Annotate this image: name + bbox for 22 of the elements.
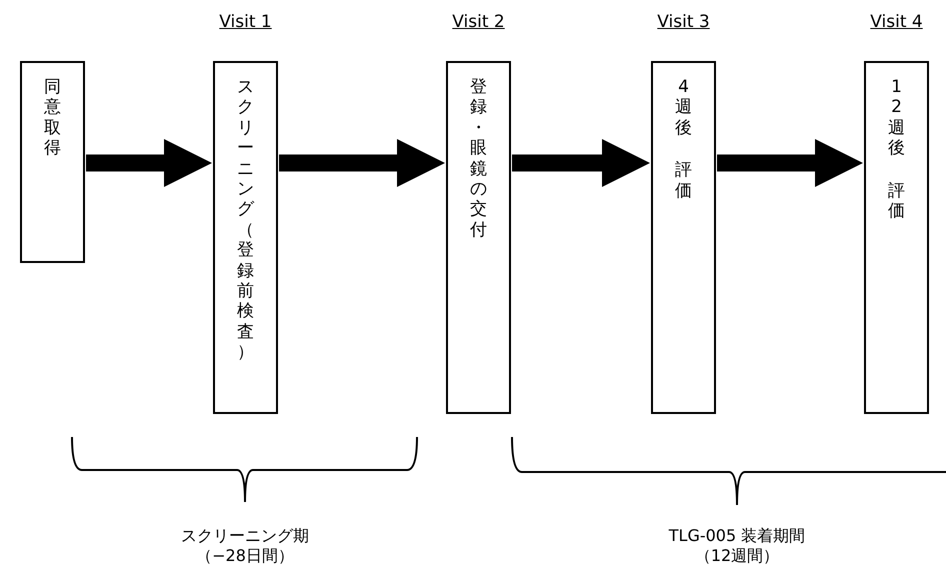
block-arrow: [279, 139, 445, 187]
block-arrow: [86, 139, 212, 187]
visit-label: Visit 2: [452, 12, 505, 32]
visit-label: Visit 1: [219, 12, 272, 32]
visit-label: Visit 3: [657, 12, 710, 32]
process-box: [213, 61, 278, 414]
period-label: スクリーニング期（−28日間）: [180, 526, 310, 566]
process-box: [446, 61, 511, 414]
box-text: 評価: [675, 160, 692, 201]
box-text: 12週後: [888, 77, 905, 159]
process-box: [864, 61, 929, 414]
process-box: [651, 61, 716, 414]
block-arrow: [512, 139, 650, 187]
box-text: スクリーニング（登録前検査）: [237, 77, 254, 362]
box-text: 登録・眼鏡の交付: [470, 77, 487, 240]
block-arrow: [717, 139, 863, 187]
box-text: 同意取得: [44, 77, 61, 159]
process-box: [20, 61, 85, 263]
period-label: TLG-005 装着期間（12週間）: [668, 526, 806, 566]
visit-label: Visit 4: [870, 12, 923, 32]
box-text: 4週後: [675, 77, 692, 138]
box-text: 評価: [888, 180, 905, 222]
